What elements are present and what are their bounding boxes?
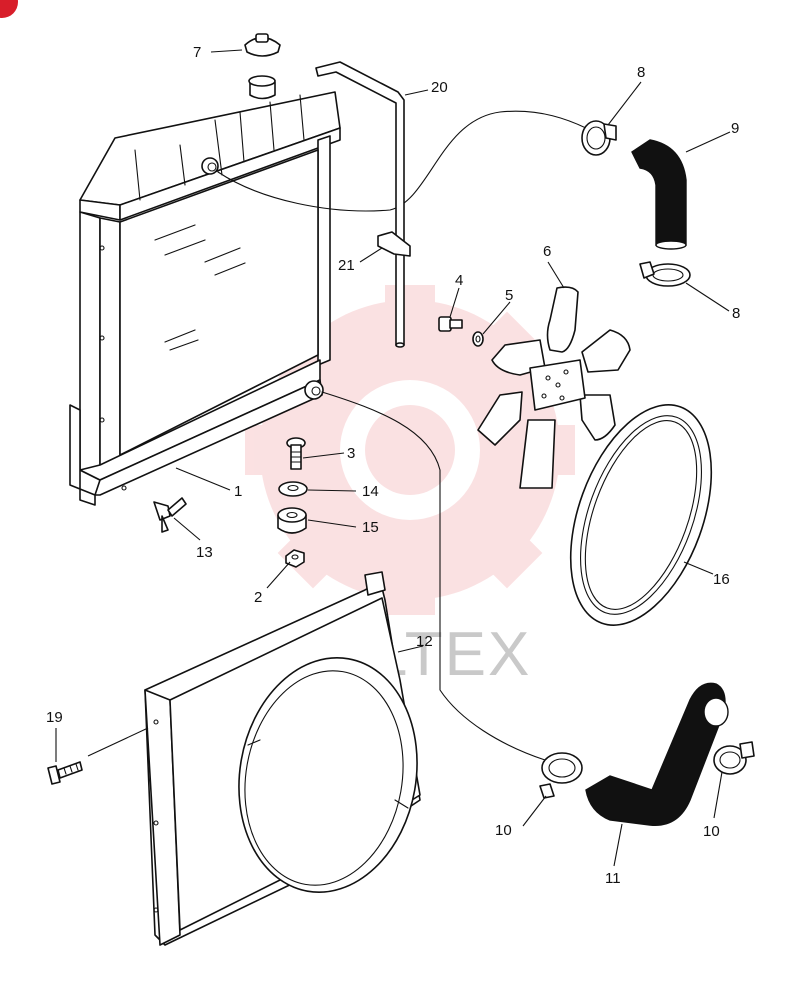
callout-20: 20 bbox=[431, 79, 448, 96]
radiator-cap bbox=[244, 33, 281, 57]
callout-9: 9 bbox=[731, 120, 739, 137]
tube-clip bbox=[377, 231, 411, 257]
callout-2: 2 bbox=[254, 589, 262, 606]
overflow-line bbox=[217, 110, 591, 212]
hose-clamp-upper bbox=[581, 120, 617, 156]
bolt bbox=[438, 316, 463, 332]
fan-shroud bbox=[144, 571, 421, 946]
radiator bbox=[69, 75, 341, 506]
wing-screw bbox=[153, 497, 187, 533]
upper-hose bbox=[631, 139, 687, 250]
callout-13: 13 bbox=[196, 544, 213, 561]
callout-15: 15 bbox=[362, 519, 379, 536]
mounting-bolt bbox=[286, 437, 306, 470]
callout-14: 14 bbox=[362, 483, 379, 500]
hose-clamp-lower bbox=[639, 261, 691, 287]
hose-clamp-left bbox=[539, 752, 583, 799]
overflow-tube bbox=[315, 61, 405, 348]
callout-6: 6 bbox=[543, 243, 551, 260]
callout-10-right: 10 bbox=[703, 823, 720, 840]
callout-19: 19 bbox=[46, 709, 63, 726]
callout-1: 1 bbox=[234, 483, 242, 500]
cooling-fan bbox=[477, 286, 631, 489]
rubber-insulator bbox=[277, 507, 307, 534]
lower-line bbox=[321, 391, 546, 761]
lower-hose bbox=[585, 682, 729, 826]
callout-8-upper: 8 bbox=[637, 64, 645, 81]
hex-nut bbox=[285, 549, 305, 568]
callout-16: 16 bbox=[713, 571, 730, 588]
fan-belt bbox=[569, 404, 713, 626]
corner-badge bbox=[0, 0, 18, 18]
leader-lines bbox=[55, 49, 731, 867]
hose-clamp-right bbox=[713, 741, 755, 775]
callout-10-left: 10 bbox=[495, 822, 512, 839]
shroud-screw bbox=[47, 761, 83, 785]
callout-12: 12 bbox=[416, 633, 433, 650]
flat-washer bbox=[278, 481, 308, 497]
callout-5: 5 bbox=[505, 287, 513, 304]
callout-4: 4 bbox=[455, 272, 463, 289]
lock-washer bbox=[472, 331, 484, 347]
callout-3: 3 bbox=[347, 445, 355, 462]
callout-21: 21 bbox=[338, 257, 355, 274]
callout-11: 11 bbox=[605, 870, 621, 887]
callout-8-lower: 8 bbox=[732, 305, 740, 322]
callout-7: 7 bbox=[193, 44, 201, 61]
